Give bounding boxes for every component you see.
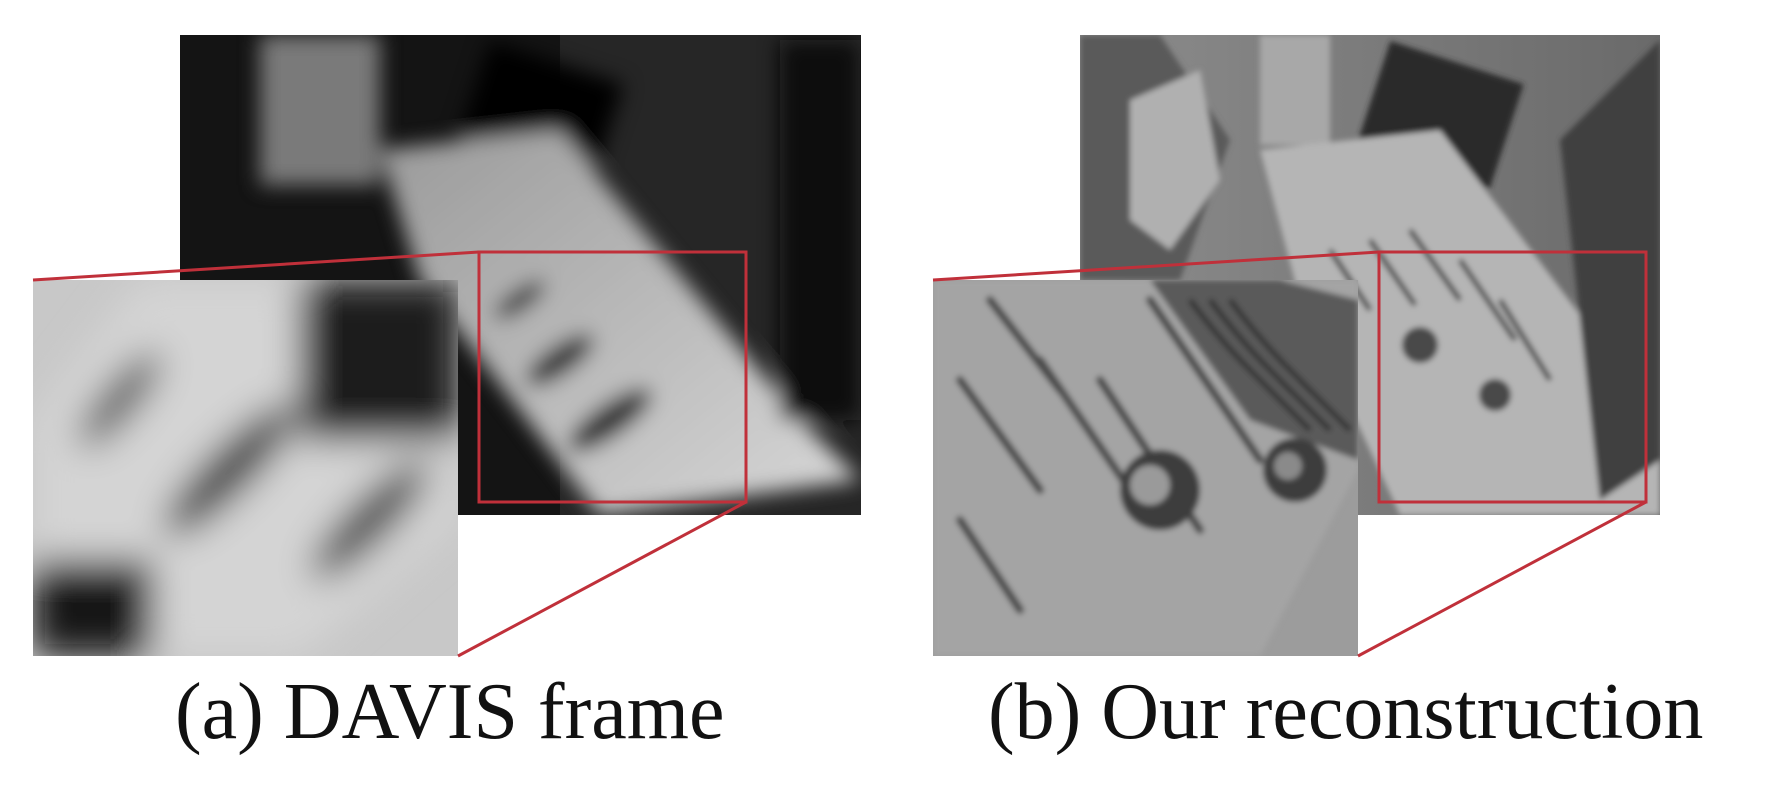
panel-davis-frame: (a) DAVIS frame xyxy=(0,0,880,786)
davis-frame-inset xyxy=(33,280,458,656)
zoom-connector-bottom xyxy=(1357,500,1647,658)
zoom-connector-top xyxy=(32,250,480,282)
panel-our-reconstruction: (b) Our reconstruction xyxy=(900,0,1780,786)
davis-frame-image xyxy=(180,35,861,515)
reconstruction-figure xyxy=(932,35,1660,658)
reconstruction-image xyxy=(1080,35,1660,515)
zoom-connector-top xyxy=(932,250,1380,282)
caption-b: (b) Our reconstruction xyxy=(988,668,1704,756)
caption-a: (a) DAVIS frame xyxy=(175,668,725,756)
zoom-region-box xyxy=(477,250,748,504)
zoom-region-box xyxy=(1377,250,1648,504)
davis-frame-figure xyxy=(32,35,861,658)
reconstruction-inset xyxy=(933,280,1358,656)
zoom-connector-bottom xyxy=(457,500,747,658)
